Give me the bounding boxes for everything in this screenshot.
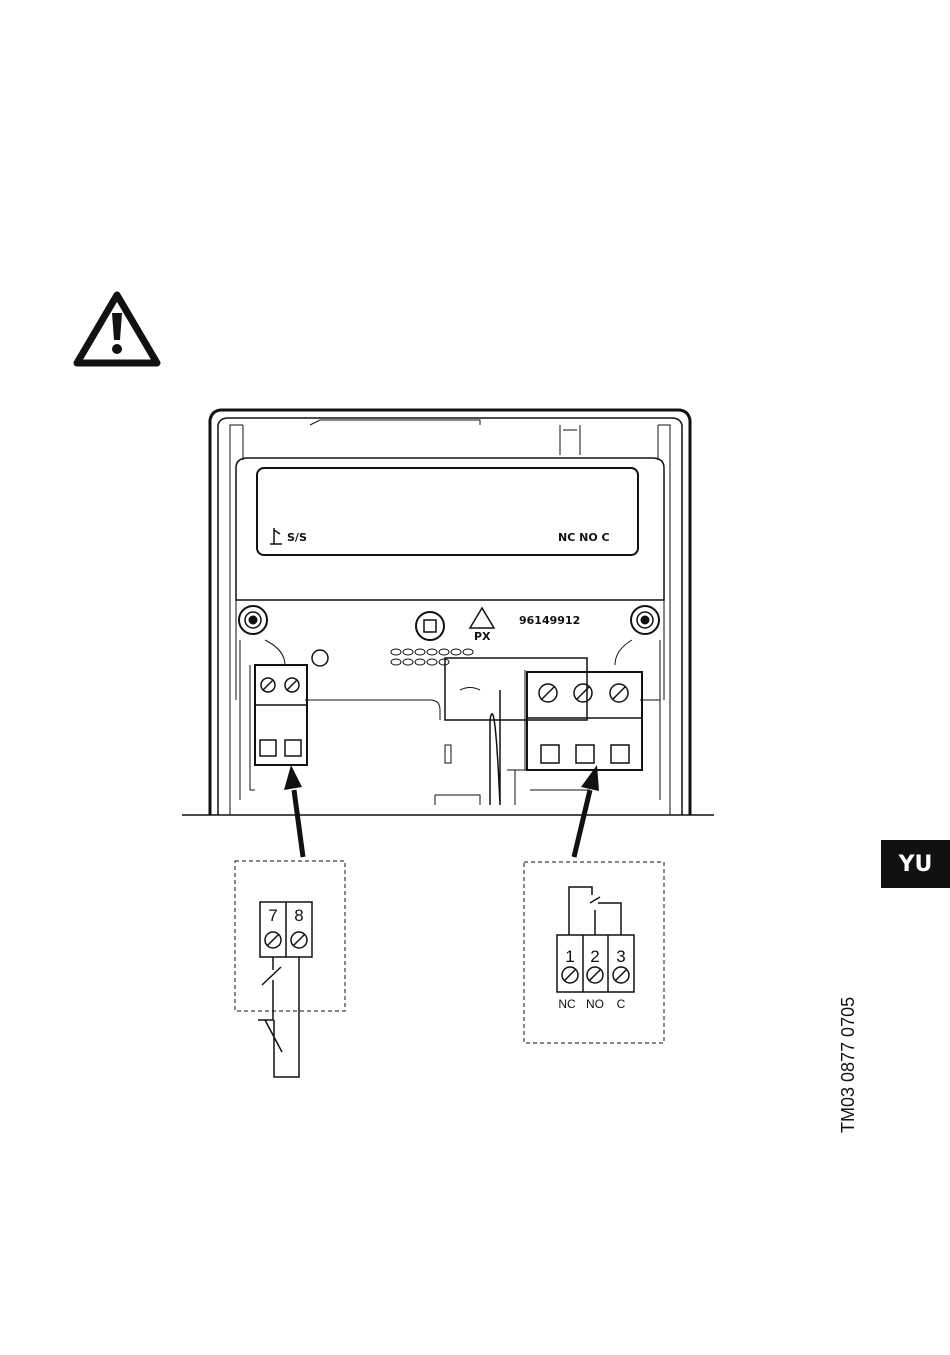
warning-icon [77,295,157,363]
terminal-no-label: NO [586,997,604,1011]
terminal-7-number: 7 [268,906,277,925]
recycle-code: PX [474,630,491,643]
terminal-nc-label: NC [558,997,576,1011]
terminal-screw-icon [562,967,629,983]
device-housing [210,410,690,815]
label-start-stop: S/S [287,531,307,544]
device-relay-terminal [527,672,642,770]
start-stop-detail: 7 8 [235,861,345,1077]
serial-number: 96149912 [519,614,580,627]
device-labels: S/S NC NO C 96149912 PX [270,528,610,643]
language-tab: YU [881,840,950,888]
relay-contact [569,887,621,935]
terminal-8-number: 8 [294,906,303,925]
arrow-relay [574,765,599,857]
arrow-start-stop [284,765,303,857]
terminal-1-number: 1 [565,947,574,966]
start-stop-switch [258,957,299,1077]
terminal-2-number: 2 [590,947,599,966]
document-code: TM03 0877 0705 [838,997,859,1133]
device-start-stop-terminal [250,665,307,790]
label-relay: NC NO C [558,531,610,544]
terminal-c-label: C [617,997,626,1011]
terminal-3-number: 3 [616,947,625,966]
detail-frame-left [235,861,345,1011]
relay-detail: 1 2 3 NC NO C [524,862,664,1043]
start-stop-switch-symbol [270,528,282,544]
